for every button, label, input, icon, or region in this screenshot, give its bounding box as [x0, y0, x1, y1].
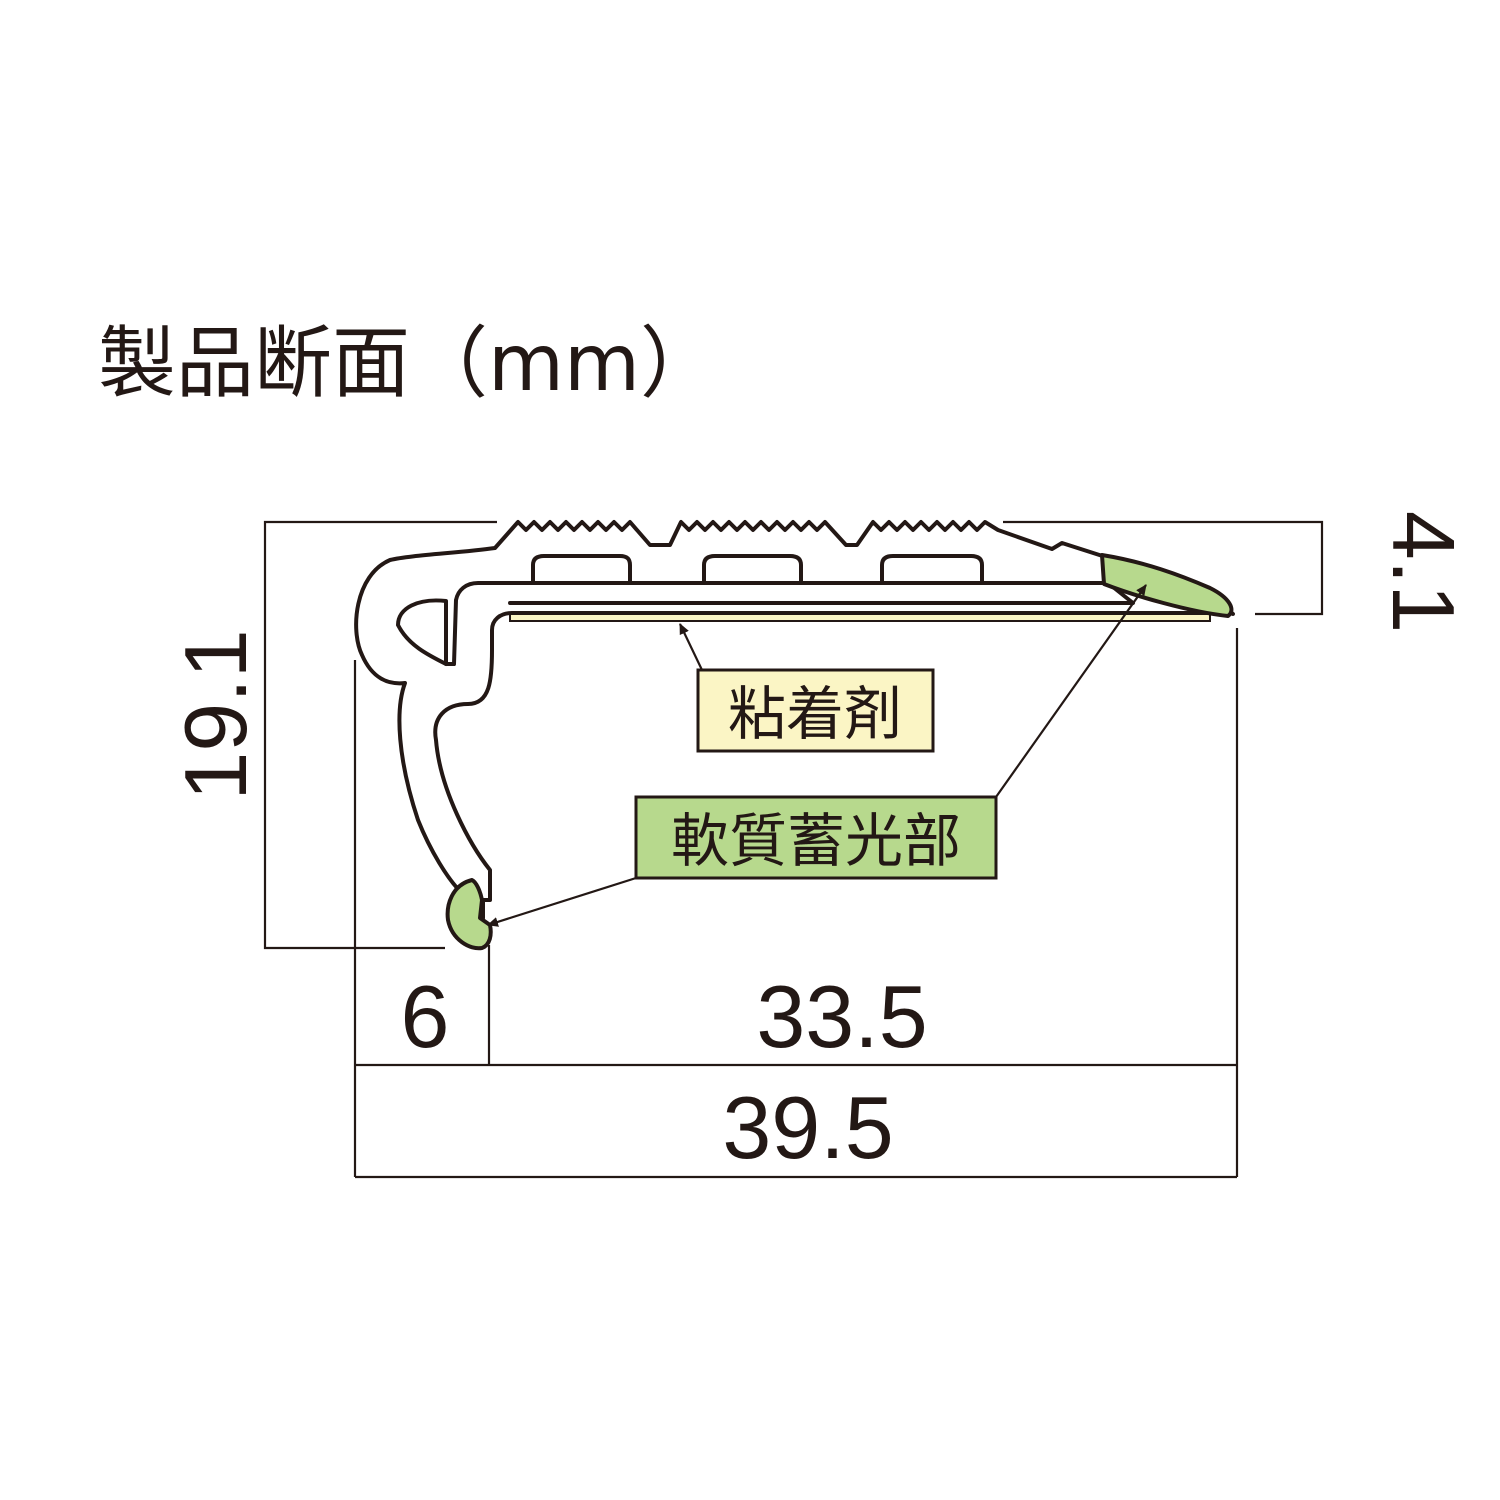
dim-total-width: 39.5 — [722, 1078, 893, 1177]
dimension-lines — [263, 520, 1324, 1179]
callout-luminous-box — [634, 795, 998, 880]
dim-tread-height: 4.1 — [1374, 511, 1473, 633]
dim-width-main: 33.5 — [756, 967, 927, 1066]
callout-adhesive: 粘着剤 — [679, 623, 935, 753]
profile-outline — [354, 520, 1235, 920]
adhesive-strip — [509, 613, 1211, 622]
tread-groove — [880, 554, 984, 585]
profile-hook-cavity — [396, 598, 448, 666]
luminous-part-foot — [445, 878, 493, 951]
callout-luminous-leader-foot — [487, 876, 637, 927]
callout-adhesive-label: 粘着剤 — [728, 680, 902, 748]
callout-luminous: 軟質蓄光部 — [487, 584, 1147, 927]
luminous-part-nose — [1100, 553, 1234, 618]
callout-adhesive-leader — [679, 623, 703, 671]
callout-luminous-label: 軟質蓄光部 — [671, 807, 961, 875]
tread-groove — [531, 554, 632, 585]
callout-adhesive-box — [696, 668, 935, 753]
profile-inner-chamber — [444, 581, 1135, 666]
dim-height: 19.1 — [166, 629, 265, 800]
tread-groove — [702, 554, 803, 585]
callout-luminous-leader-nose — [995, 584, 1147, 798]
dim-line-tread-height — [1003, 520, 1324, 616]
tread-grooves — [531, 554, 984, 585]
profile-outer-contour — [354, 520, 1235, 920]
dim-width-nose: 6 — [401, 967, 450, 1066]
diagram-title: 製品断面（mm） — [98, 319, 718, 409]
